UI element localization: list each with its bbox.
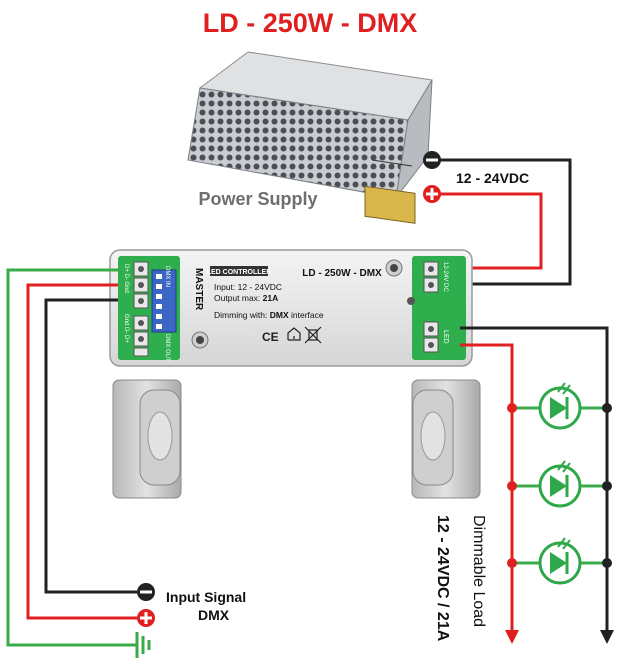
dimming-spec: Dimming with: DMX interface xyxy=(214,310,324,320)
mounting-clip-left xyxy=(112,379,182,499)
dmx-out-label: DMX OUT xyxy=(164,334,170,362)
brand-label: MASTER xyxy=(193,268,204,311)
output-value: 21A xyxy=(263,293,279,303)
diagram-title: LD - 250W - DMX xyxy=(203,8,418,38)
load-label: Dimmable Load xyxy=(470,515,487,627)
output-spec: Output max: 21A xyxy=(214,293,278,303)
input-signal-label: Input Signal xyxy=(166,589,246,605)
power-supply-unit xyxy=(187,51,433,224)
led-icon xyxy=(538,382,582,430)
junction-dots xyxy=(507,403,612,568)
ce-mark: CE xyxy=(262,330,279,344)
minus-terminal-icon xyxy=(423,151,441,169)
dmx-in-pins: D+ D- Gnd xyxy=(123,264,129,293)
input-signal-type: DMX xyxy=(198,607,230,623)
power-supply-label: Power Supply xyxy=(198,189,317,209)
indoor-use-icon xyxy=(287,327,301,341)
output-prefix: Output max: xyxy=(214,293,263,303)
plus-terminal-icon xyxy=(137,609,155,627)
plus-terminal-icon xyxy=(423,185,441,203)
dimming-bold: DMX xyxy=(270,310,289,320)
psu-wires xyxy=(432,158,572,286)
power-in-terminal-label: 12-24V DC xyxy=(442,262,448,292)
controller-case xyxy=(109,249,473,367)
controller-model: LD - 250W - DMX xyxy=(302,268,382,279)
input-spec: Input: 12 - 24VDC xyxy=(214,282,282,292)
dimming-prefix: Dimming with: xyxy=(214,310,270,320)
led-icon xyxy=(538,537,582,585)
dmx-wires xyxy=(6,268,137,647)
header-band xyxy=(210,266,268,276)
minus-terminal-icon xyxy=(137,583,155,601)
mounting-clip-right xyxy=(411,379,481,499)
wire-arrows xyxy=(505,630,614,644)
weee-bin-icon xyxy=(304,326,322,344)
load-spec: 12 - 24VDC / 21A xyxy=(434,515,451,642)
dmx-in-label: DMX IN xyxy=(164,266,170,287)
dmx-out-pins: Gnd D- D+ xyxy=(123,314,129,343)
dimming-suffix: interface xyxy=(289,310,324,320)
led-icon xyxy=(538,460,582,508)
controller-header: LED CONTROLLER xyxy=(207,269,272,276)
ground-icon xyxy=(135,632,151,658)
psu-voltage-label: 12 - 24VDC xyxy=(456,170,529,186)
led-out-terminal-label: LED xyxy=(442,330,449,344)
